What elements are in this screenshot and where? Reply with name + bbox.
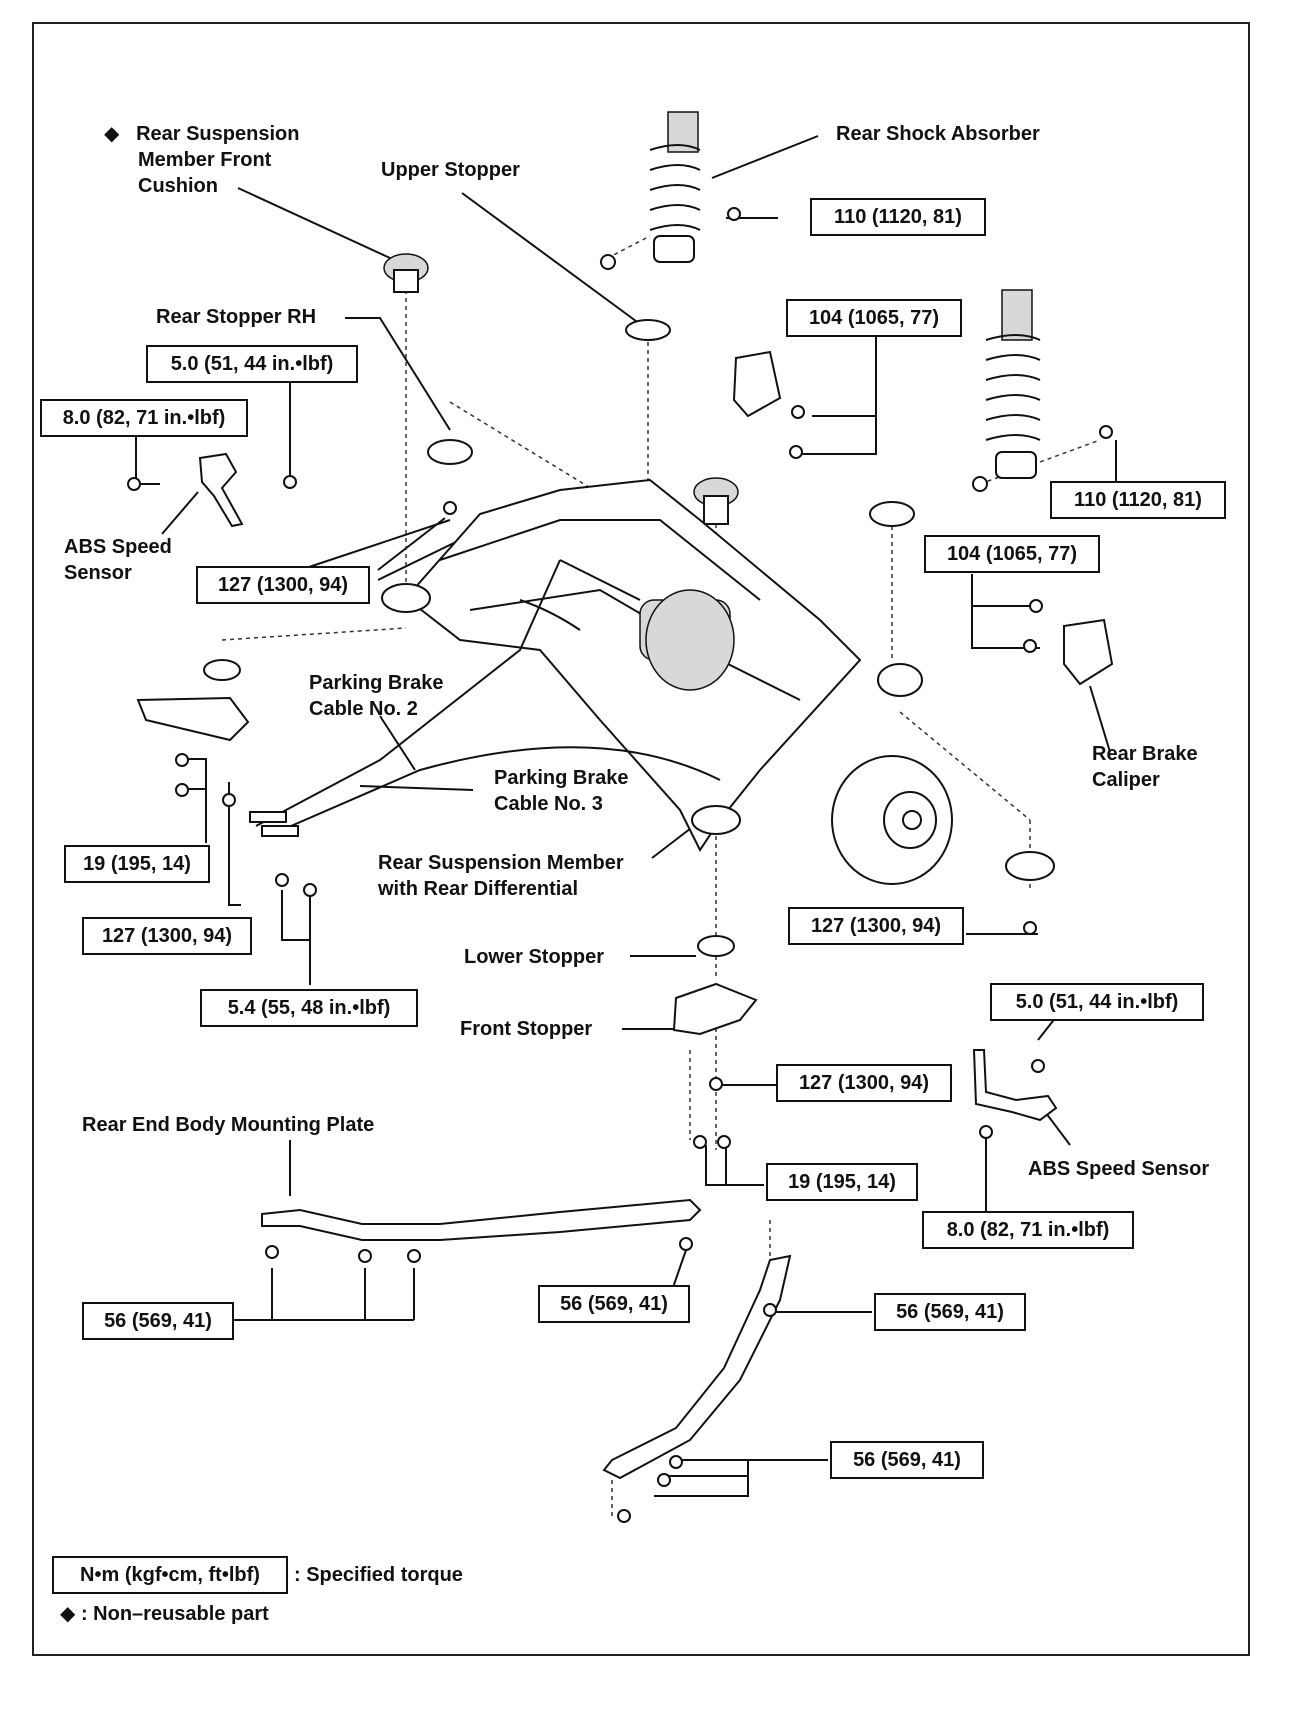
stopper-rear-right bbox=[1005, 851, 1055, 881]
parking-brake-no2-line1: Parking Brake bbox=[309, 672, 444, 694]
torque-shock-upper: 110 (1120, 81) bbox=[810, 198, 986, 236]
front-cushion-line2: Member Front bbox=[138, 149, 272, 171]
front-cushion-line3: Cushion bbox=[138, 175, 218, 197]
rear-shock-absorber-right bbox=[972, 289, 1113, 492]
torque-caliper-upper: 104 (1065, 77) bbox=[786, 299, 962, 337]
legend-unit-text: : Specified torque bbox=[294, 1564, 463, 1586]
torque-front-left-127: 127 (1300, 94) bbox=[82, 917, 252, 955]
torque-caliper-right: 104 (1065, 77) bbox=[924, 535, 1100, 573]
torque-brace-upper: 56 (569, 41) bbox=[874, 1293, 1026, 1331]
torque-stopper-rh: 127 (1300, 94) bbox=[196, 566, 370, 604]
non-reusable-marker: ◆ bbox=[104, 123, 120, 145]
rear-diagonal-brace bbox=[602, 1254, 792, 1523]
torque-front-stopper-127: 127 (1300, 94) bbox=[776, 1064, 952, 1102]
torque-front-left-19: 19 (195, 14) bbox=[64, 845, 210, 883]
legend-marker-row: ◆ : Non–reusable part bbox=[60, 1601, 269, 1627]
torque-abs-left-small: 5.0 (51, 44 in.•lbf) bbox=[146, 345, 358, 383]
torque-shock-right: 110 (1120, 81) bbox=[1050, 481, 1226, 519]
torque-cable-bolts: 5.4 (55, 48 in.•lbf) bbox=[200, 989, 418, 1027]
torque-plate-mid: 56 (569, 41) bbox=[538, 1285, 690, 1323]
legend-marker: ◆ bbox=[60, 1603, 76, 1625]
abs-sensor-left-line1: ABS Speed bbox=[64, 536, 172, 558]
legend-unit-box: N•m (kgf•cm, ft•lbf) bbox=[52, 1556, 288, 1594]
torque-rear-right-127: 127 (1300, 94) bbox=[788, 907, 964, 945]
parking-brake-cables bbox=[249, 559, 721, 837]
front-stopper bbox=[672, 982, 758, 1036]
abs-sensor-left bbox=[198, 452, 244, 528]
rear-brake-caliper-line2: Caliper bbox=[1092, 769, 1160, 791]
lower-stopper bbox=[697, 935, 735, 957]
rear-differential bbox=[645, 589, 735, 691]
upper-stopper-washer bbox=[625, 319, 671, 341]
torque-front-stopper-19: 19 (195, 14) bbox=[766, 1163, 918, 1201]
front-cushion-label: ◆ Rear Suspension bbox=[104, 121, 299, 147]
torque-abs-right-small: 5.0 (51, 44 in.•lbf) bbox=[990, 983, 1204, 1021]
parking-brake-no3-line2: Cable No. 3 bbox=[494, 793, 603, 815]
upper-stopper-right bbox=[869, 501, 915, 527]
abs-sensor-left-line2: Sensor bbox=[64, 562, 132, 584]
brake-caliper-right bbox=[1063, 618, 1114, 686]
parking-brake-no3-line1: Parking Brake bbox=[494, 767, 629, 789]
rear-end-body-plate bbox=[261, 1198, 702, 1263]
abs-sensor-right-label: ABS Speed Sensor bbox=[1028, 1158, 1210, 1180]
upper-stopper-label: Upper Stopper bbox=[381, 159, 520, 181]
rear-brake-caliper-line1: Rear Brake bbox=[1092, 743, 1198, 765]
abs-sensor-right bbox=[972, 1049, 1058, 1122]
rear-member-line1: Rear Suspension Member bbox=[378, 852, 624, 874]
rear-stopper-rh bbox=[427, 439, 473, 465]
rear-shock-absorber-label: Rear Shock Absorber bbox=[836, 123, 1040, 145]
diagram-frame bbox=[32, 22, 1250, 1656]
torque-abs-right-large: 8.0 (82, 71 in.•lbf) bbox=[922, 1211, 1134, 1249]
torque-abs-left-large: 8.0 (82, 71 in.•lbf) bbox=[40, 399, 248, 437]
brake-drum bbox=[831, 755, 953, 885]
bolts bbox=[127, 405, 1045, 1149]
upper-cushion-right bbox=[693, 477, 739, 525]
front-cushion-line1: Rear Suspension bbox=[136, 123, 300, 145]
lower-stopper-label: Lower Stopper bbox=[464, 946, 605, 968]
legend-marker-text: : Non–reusable part bbox=[80, 1603, 269, 1625]
torque-plate-left: 56 (569, 41) bbox=[82, 1302, 234, 1340]
rear-member-line2: with Rear Differential bbox=[378, 878, 579, 900]
rear-shock-absorber-upper bbox=[600, 111, 741, 270]
front-bracket-left bbox=[136, 696, 250, 742]
torque-brace-lower: 56 (569, 41) bbox=[830, 1441, 984, 1479]
rear-stopper-rh-label: Rear Stopper RH bbox=[156, 306, 317, 328]
brake-caliper-upper bbox=[732, 350, 782, 418]
stopper-washer-left bbox=[203, 659, 241, 681]
parking-brake-no2-line2: Cable No. 2 bbox=[309, 698, 418, 720]
front-stopper-label: Front Stopper bbox=[460, 1018, 593, 1040]
rear-end-plate-label: Rear End Body Mounting Plate bbox=[82, 1114, 375, 1136]
front-cushion bbox=[383, 253, 429, 293]
